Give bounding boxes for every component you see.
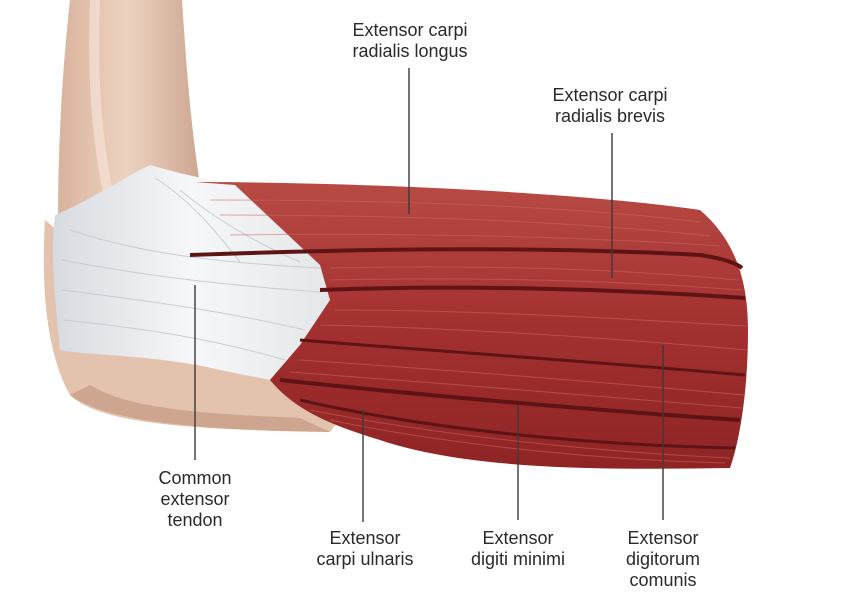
label-extensor-digitorum-comunis: Extensor digitorum comunis	[603, 528, 723, 591]
label-line: Extensor carpi	[552, 85, 668, 105]
label-line: radialis longus	[352, 41, 468, 61]
tendon-fibers	[61, 177, 323, 361]
label-line: digitorum	[625, 549, 701, 569]
label-extensor-carpi-ulnaris: Extensor carpi ulnaris	[290, 528, 440, 570]
muscle-fibers	[209, 199, 747, 464]
label-common-extensor-tendon: Common extensor tendon	[140, 468, 250, 531]
label-extensor-digiti-minimi: Extensor digiti minimi	[448, 528, 588, 570]
label-extensor-carpi-radialis-longus: Extensor carpi radialis longus	[325, 20, 495, 62]
elbow-shadow	[70, 385, 330, 432]
leader-lines	[194, 68, 664, 522]
label-line: carpi ulnaris	[316, 549, 414, 569]
label-line: Extensor carpi	[352, 20, 468, 40]
label-line: Extensor	[482, 528, 554, 548]
common-extensor-tendon	[52, 165, 331, 380]
label-extensor-carpi-radialis-brevis: Extensor carpi radialis brevis	[525, 85, 695, 127]
label-line: radialis brevis	[554, 106, 666, 126]
label-line: tendon	[167, 510, 223, 530]
label-line: Extensor	[329, 528, 401, 548]
label-line: comunis	[629, 570, 697, 590]
label-line: extensor	[160, 489, 230, 509]
label-line: Common	[158, 468, 232, 488]
label-line: digiti minimi	[470, 549, 566, 569]
label-line: Extensor	[627, 528, 699, 548]
muscle-separations	[189, 247, 746, 450]
